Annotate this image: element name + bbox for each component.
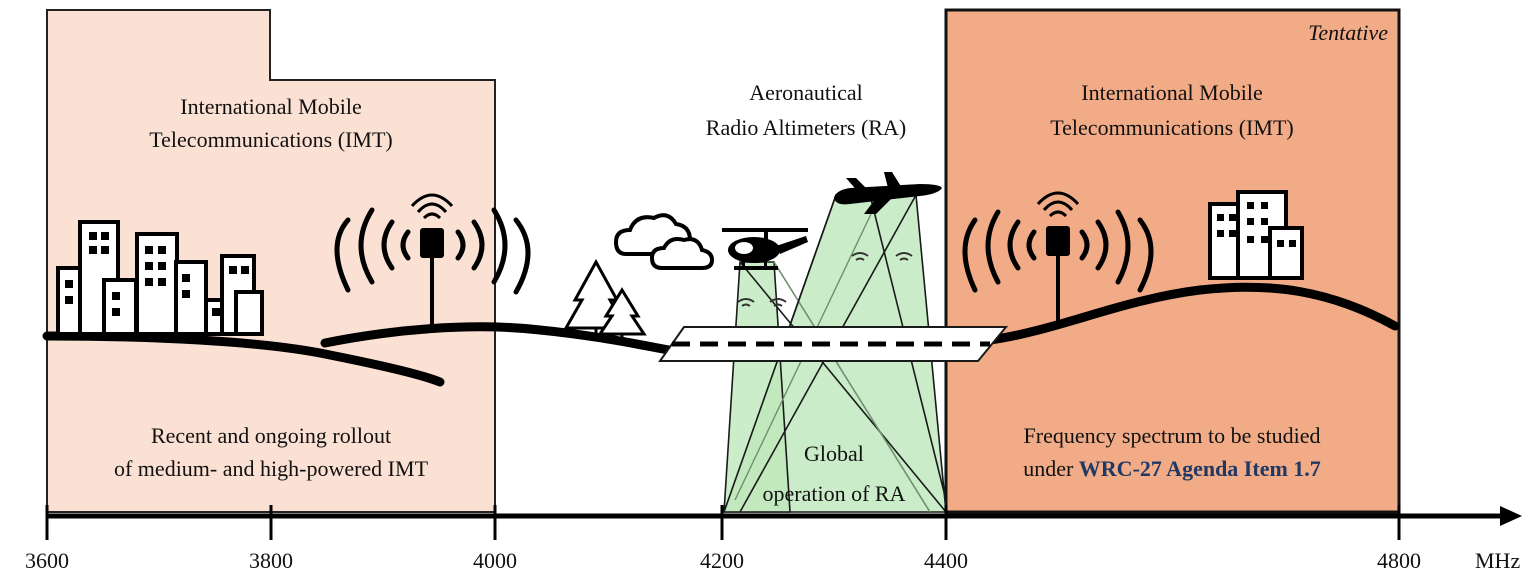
left-imt-title-line1: International Mobile — [180, 94, 361, 119]
radio-waves-right-icon — [962, 209, 1154, 293]
right-imt-title-line1: International Mobile — [1081, 80, 1262, 105]
right-imt-region — [944, 8, 1401, 514]
helicopter-icon — [722, 228, 808, 270]
tick-label-4400: 4400 — [924, 548, 968, 573]
city-buildings-right-icon — [1208, 190, 1304, 280]
cell-tower-right-icon — [1036, 191, 1080, 326]
city-buildings-icon — [56, 220, 264, 336]
ra-note-line1: Global — [804, 441, 864, 466]
airplane-icon — [834, 172, 942, 214]
left-imt-note-line2: of medium- and high-powered IMT — [114, 456, 429, 481]
city-windows — [65, 232, 249, 316]
right-imt-title-line2: Telecommunications (IMT) — [1050, 115, 1293, 140]
left-imt-title-line2: Telecommunications (IMT) — [149, 127, 392, 152]
cell-tower-icon — [410, 193, 454, 328]
note-prefix: under — [1023, 456, 1074, 481]
tick-label-4800: 4800 — [1377, 548, 1421, 573]
right-imt-note-line1: Frequency spectrum to be studied — [1024, 423, 1321, 448]
ra-title-line1: Aeronautical — [749, 80, 863, 105]
left-imt-note-line1: Recent and ongoing rollout — [151, 423, 391, 448]
axis-unit-label: MHz — [1475, 548, 1520, 573]
runway-icon — [658, 326, 1009, 362]
ra-note-line2: operation of RA — [763, 481, 906, 506]
city-right-windows — [1217, 202, 1296, 247]
trees-icon — [563, 258, 647, 342]
radio-waves-icon — [334, 207, 531, 295]
clouds-icon — [613, 213, 715, 270]
tentative-tag: Tentative — [1308, 20, 1388, 45]
tick-label-4000: 4000 — [473, 548, 517, 573]
ra-title-line2: Radio Altimeters (RA) — [706, 115, 906, 140]
right-imt-note-line2: under WRC-27 Agenda Item 1.7 — [1023, 456, 1321, 481]
frequency-axis — [45, 505, 1522, 540]
tick-label-4200: 4200 — [700, 548, 744, 573]
ra-signal-icons — [737, 252, 913, 307]
terrain — [42, 282, 1400, 387]
tick-label-3600: 3600 — [25, 548, 69, 573]
tick-label-3800: 3800 — [249, 548, 293, 573]
wrc-agenda-highlight: WRC-27 Agenda Item 1.7 — [1079, 456, 1321, 481]
